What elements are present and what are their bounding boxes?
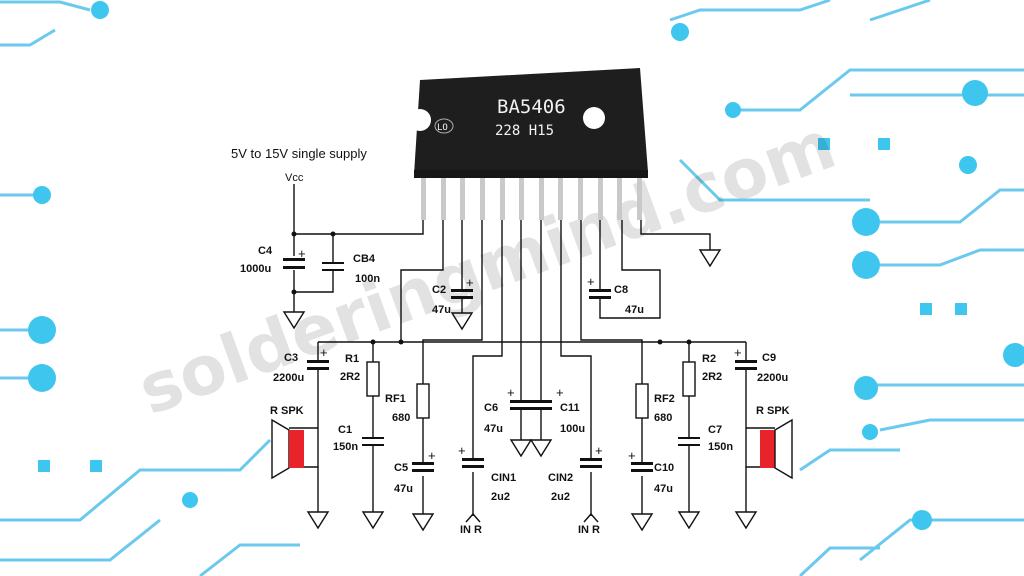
capacitor-c5: +: [412, 448, 436, 472]
cin2-name: CIN2: [548, 472, 573, 484]
svg-text:+: +: [587, 274, 595, 289]
svg-text:+: +: [320, 345, 328, 360]
cin1-name: CIN1: [491, 472, 516, 484]
r1-value: 2R2: [340, 371, 360, 383]
c1-value: 150n: [333, 441, 358, 453]
capacitor-cin2: +: [580, 443, 603, 468]
rf2-value: 680: [654, 412, 672, 424]
chip-part-number: BA5406: [497, 96, 566, 118]
input-left-arrow: [465, 512, 481, 523]
svg-text:+: +: [628, 448, 636, 463]
c9-value: 2200u: [757, 372, 788, 384]
cin2-value: 2u2: [551, 491, 570, 503]
capacitor-c9: +: [734, 345, 757, 370]
speaker-right: [745, 418, 793, 480]
c7-value: 150n: [708, 441, 733, 453]
ba5406-chip: LO BA5406 228 H15: [409, 68, 648, 220]
capacitor-c8: +: [587, 274, 611, 299]
vcc-label: Vcc: [285, 172, 304, 184]
wiring: [293, 184, 747, 516]
chip-code: 228 H15: [495, 123, 554, 139]
capacitor-c3: +: [307, 345, 329, 370]
c5-name: C5: [394, 462, 408, 474]
input-left-label: IN R: [460, 524, 482, 536]
c4-name: C4: [258, 245, 273, 257]
c8-name: C8: [614, 284, 628, 296]
c1-name: C1: [338, 424, 352, 436]
c6-name: C6: [484, 402, 498, 414]
rf2-name: RF2: [654, 393, 675, 405]
resistor-rf2: [635, 383, 649, 419]
chip-logo: LO: [437, 123, 448, 133]
ground-symbols: [282, 249, 758, 532]
c2-name: C2: [432, 284, 446, 296]
svg-text:+: +: [734, 345, 742, 360]
c11-name: C11: [560, 402, 580, 414]
speaker-left: [271, 418, 319, 480]
capacitor-c2: +: [451, 275, 474, 299]
r2-name: R2: [702, 353, 716, 365]
resistor-r2: [682, 361, 696, 397]
input-right-label: IN R: [578, 524, 600, 536]
c10-value: 47u: [654, 483, 673, 495]
c3-value: 2200u: [273, 372, 304, 384]
capacitor-c10: +: [628, 448, 653, 472]
cb4-name: CB4: [353, 253, 376, 265]
c4-value: 1000u: [240, 263, 271, 275]
rf1-value: 680: [392, 412, 410, 424]
r1-name: R1: [345, 353, 359, 365]
svg-text:+: +: [298, 246, 306, 261]
svg-text:+: +: [507, 385, 515, 400]
capacitor-c1: [362, 437, 384, 446]
capacitor-c11: +: [530, 385, 564, 410]
capacitor-cin1: +: [458, 443, 484, 468]
junction-dots: [291, 231, 692, 345]
resistor-rf1: [416, 383, 430, 419]
svg-text:+: +: [458, 443, 466, 458]
speaker-right-label: R SPK: [756, 405, 790, 417]
cb4-value: 100n: [355, 273, 380, 285]
chip-pins: [421, 178, 642, 220]
c7-name: C7: [708, 424, 722, 436]
capacitor-cb4: [322, 262, 344, 271]
c5-value: 47u: [394, 483, 413, 495]
input-right-arrow: [583, 512, 599, 523]
c2-value: 47u: [432, 304, 451, 316]
capacitor-c4: +: [283, 246, 306, 269]
c11-value: 100u: [560, 423, 585, 435]
capacitor-c7: [678, 437, 700, 446]
speaker-left-label: R SPK: [270, 405, 304, 417]
svg-text:+: +: [428, 448, 436, 463]
cin1-value: 2u2: [491, 491, 510, 503]
c8-value: 47u: [625, 304, 644, 316]
svg-text:+: +: [595, 443, 603, 458]
c3-name: C3: [284, 352, 298, 364]
svg-text:+: +: [556, 385, 564, 400]
resistor-r1: [366, 361, 380, 397]
supply-note: 5V to 15V single supply: [231, 146, 367, 161]
c10-name: C10: [654, 462, 674, 474]
rf1-name: RF1: [385, 393, 406, 405]
c6-value: 47u: [484, 423, 503, 435]
svg-text:+: +: [466, 275, 474, 290]
capacitor-c6: +: [507, 385, 532, 410]
c9-name: C9: [762, 352, 776, 364]
r2-value: 2R2: [702, 371, 722, 383]
